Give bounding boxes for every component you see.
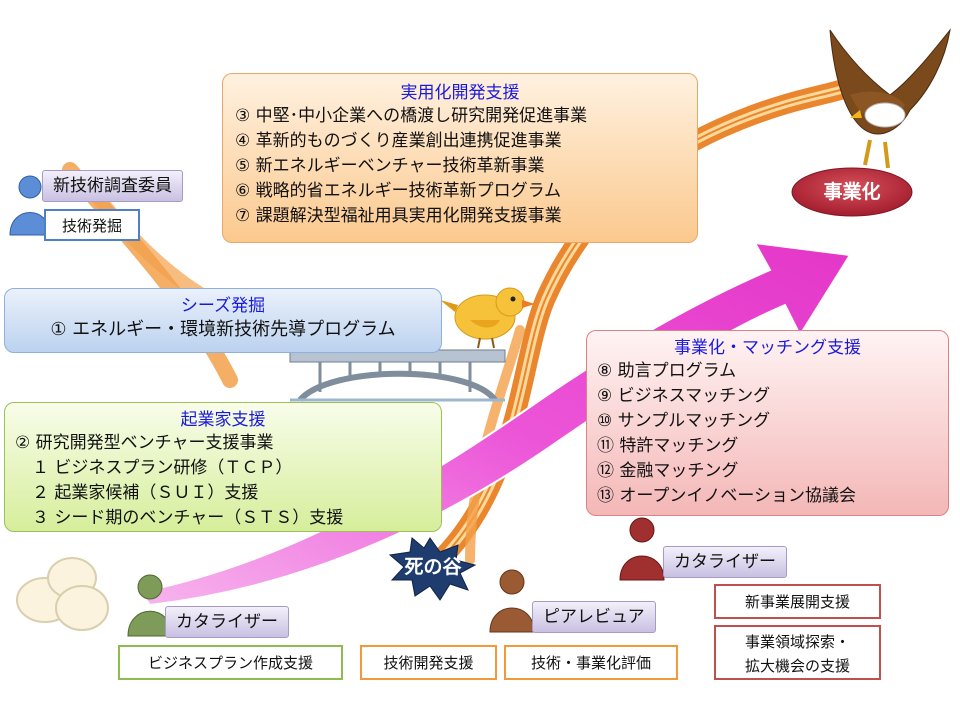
list-item: ３ シード期のベンチャー（ＳＴＳ）支援 (15, 508, 344, 528)
box-title: シーズ発掘 (180, 296, 266, 316)
box-title: 事業化・マッチング支援 (674, 338, 861, 358)
commercialization-ellipse (791, 167, 913, 217)
seeds-discovery-box: シーズ発掘 ① エネルギー・環境新技術先導プログラム (4, 288, 442, 353)
box-title: 起業家支援 (180, 410, 266, 430)
new-business-support-tag: 新事業展開支援 (714, 584, 881, 619)
peer-review-tag: 技術・事業化評価 (504, 645, 678, 680)
list-item: ③ 中堅･中小企業への橋渡し研究開発促進事業 (235, 106, 588, 126)
starburst-icon (388, 537, 477, 601)
list-item: ⑫ 金融マッチング (597, 461, 739, 481)
eagle-icon (829, 28, 951, 169)
list-item: ⑤ 新エネルギーベンチャー技術革新事業 (235, 156, 545, 176)
person-brown-icon (489, 569, 535, 633)
list-item: ② 研究開発型ベンチャー支援事業 (15, 433, 274, 453)
list-item: ⑪ 特許マッチング (597, 436, 739, 456)
committee-tag: 技術発掘 (44, 209, 140, 241)
list-item: ⑩ サンプルマッチング (597, 411, 771, 431)
bridge-icon (289, 349, 506, 403)
list-item: ④ 革新的ものづくり産業創出連携促進事業 (235, 131, 562, 151)
list-item: ２ 起業家候補（ＳＵＩ）支援 (15, 483, 259, 503)
list-item: ① エネルギー・環境新技術先導プログラム (50, 319, 396, 340)
list-item: ⑧ 助言プログラム (597, 361, 737, 381)
peer-review-label: ピアレビュア (532, 601, 656, 633)
list-item: ⑥ 戦略的省エネルギー技術革新プログラム (235, 181, 562, 201)
commercialization-label: 事業化 (823, 181, 881, 203)
eggs-icon (16, 557, 109, 631)
catalyzer-left-tag: ビジネスプラン作成支援 (118, 645, 343, 680)
list-item: ⑦ 課題解決型福祉用具実用化開発支援事業 (235, 206, 562, 226)
committee-label: 新技術調査委員 (42, 170, 183, 202)
box-title: 実用化開発支援 (400, 83, 520, 103)
bird-icon (440, 287, 535, 349)
business-area-support-tag: 事業領域探索・ 拡大機会の支援 (714, 625, 881, 680)
tech-dev-support-tag: 技術開発支援 (360, 645, 497, 680)
list-item: １ ビジネスプラン研修（ＴＣＰ） (15, 458, 293, 478)
person-green-icon (127, 574, 173, 637)
catalyzer-right-label: カタライザー (663, 546, 787, 578)
valley-of-death-label: 死の谷 (404, 556, 462, 578)
commercialization-matching-support-box: 事業化・マッチング支援 ⑧ 助言プログラム ⑨ ビジネスマッチング ⑩ サンプル… (586, 330, 949, 516)
list-item: ⑬ オープンイノベーション協議会 (597, 486, 857, 506)
entrepreneur-support-box: 起業家支援 ② 研究開発型ベンチャー支援事業 １ ビジネスプラン研修（ＴＣＰ） … (4, 402, 442, 532)
person-red-icon (619, 517, 665, 581)
catalyzer-left-label: カタライザー (165, 606, 289, 638)
list-item: ⑨ ビジネスマッチング (597, 386, 771, 406)
practical-development-support-box: 実用化開発支援 ③ 中堅･中小企業への橋渡し研究開発促進事業 ④ 革新的ものづく… (222, 73, 698, 243)
